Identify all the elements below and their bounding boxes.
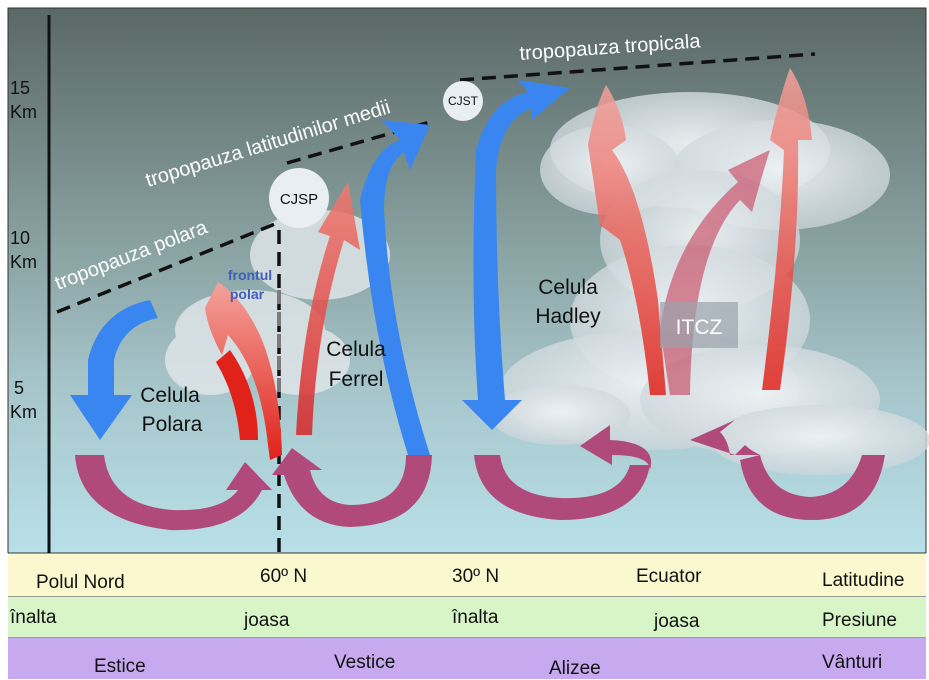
lat-header: Latitudine xyxy=(822,570,904,592)
alt-10-value: 10 xyxy=(10,228,30,248)
pres-north-pole: înalta xyxy=(10,607,56,629)
itcz-label: ITCZ xyxy=(676,316,723,339)
wind-westerlies: Vestice xyxy=(334,652,395,674)
pres-30n: înalta xyxy=(452,607,498,629)
polar-cell-label-line2: Polara xyxy=(142,413,203,436)
lat-north-pole: Polul Nord xyxy=(36,572,125,594)
ferrel-cell-label-line2: Ferrel xyxy=(329,368,384,391)
lat-60n: 60º N xyxy=(260,566,307,588)
alt-5-unit: Km xyxy=(10,402,37,422)
pres-60n: joasa xyxy=(244,610,289,632)
winds-row: Estice Vestice Alizee Vânturi xyxy=(8,637,926,679)
polar-front-label-line2: polar xyxy=(230,286,265,302)
cjst-label: CJST xyxy=(448,94,479,108)
circulation-scene: 15 Km 10 Km 5 Km tropopauza tropicala tr… xyxy=(0,0,929,553)
pres-equator: joasa xyxy=(654,611,699,633)
pressure-row: înalta joasa înalta joasa Presiune xyxy=(8,596,926,637)
latitude-row: Polul Nord 60º N 30º N Ecuator Latitudin… xyxy=(8,553,926,596)
hadley-cell-label-line2: Hadley xyxy=(535,305,601,328)
ferrel-cell-label-line1: Celula xyxy=(326,338,386,361)
alt-15-unit: Km xyxy=(10,102,37,122)
alt-15-value: 15 xyxy=(10,78,30,98)
alt-5-value: 5 xyxy=(14,378,24,398)
polar-cell-label-line1: Celula xyxy=(140,384,200,407)
wind-polar-easterlies: Estice xyxy=(94,656,146,678)
lat-30n: 30º N xyxy=(452,566,499,588)
wind-trade-winds: Alizee xyxy=(549,658,601,680)
lat-equator: Ecuator xyxy=(636,566,701,588)
hadley-cell-label-line1: Celula xyxy=(538,276,598,299)
wind-header: Vânturi xyxy=(822,652,882,674)
pres-header: Presiune xyxy=(822,610,897,632)
alt-10-unit: Km xyxy=(10,252,37,272)
cjsp-label: CJSP xyxy=(280,191,318,208)
polar-front-label-line1: frontul xyxy=(228,267,272,283)
